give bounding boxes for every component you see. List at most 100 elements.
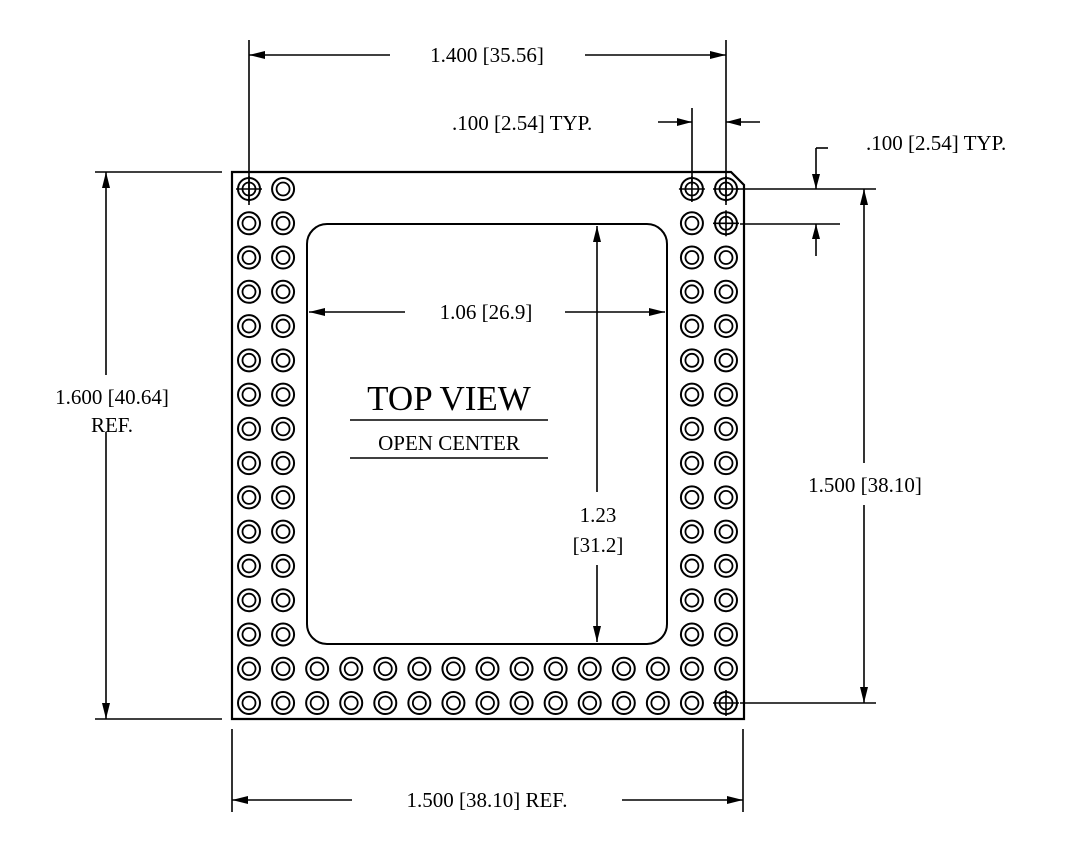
pin — [679, 382, 704, 407]
pin — [339, 656, 364, 681]
pin — [237, 314, 261, 339]
pin — [679, 485, 704, 510]
pin — [271, 279, 296, 304]
vertical-pitch-dimension: .100 [2.54] TYP. — [738, 131, 1006, 256]
pin — [714, 382, 738, 407]
pin — [679, 553, 704, 578]
open-center-height-dimension: 1.23 [31.2] — [573, 226, 624, 642]
vertical-pitch-label: .100 [2.54] TYP. — [866, 131, 1006, 155]
top-width-label: 1.400 [35.56] — [430, 43, 544, 67]
pin — [237, 382, 261, 407]
pin — [407, 656, 432, 681]
pin — [679, 279, 704, 304]
pin — [714, 656, 738, 681]
pin — [237, 416, 261, 441]
pin — [714, 245, 738, 270]
pin — [543, 691, 568, 715]
pin — [509, 691, 534, 715]
pin — [271, 245, 296, 270]
view-title: TOP VIEW — [367, 379, 531, 418]
open-center-width-dimension: 1.06 [26.9] — [309, 300, 665, 324]
pin — [679, 691, 704, 715]
pin — [271, 588, 296, 613]
pin-grid — [236, 176, 739, 716]
view-title-block: TOP VIEW OPEN CENTER — [350, 379, 548, 459]
pin — [714, 622, 738, 647]
pin — [475, 656, 500, 681]
pin-span-height-label: 1.500 [38.10] — [808, 473, 922, 497]
pin — [714, 348, 738, 373]
pin — [271, 691, 296, 715]
pin — [271, 622, 296, 647]
pin — [271, 519, 296, 544]
pin — [373, 691, 398, 715]
pin — [645, 656, 670, 681]
pin — [305, 656, 330, 681]
overall-height-label-line2: REF. — [91, 413, 133, 437]
pin — [271, 314, 296, 339]
pin — [543, 656, 568, 681]
pin — [713, 690, 739, 716]
pin — [271, 416, 296, 441]
pin — [271, 348, 296, 373]
pin — [271, 485, 296, 510]
pin — [714, 451, 738, 476]
open-center-cutout — [306, 223, 668, 645]
pin — [305, 691, 330, 715]
pin — [237, 691, 261, 715]
pin — [714, 314, 738, 339]
pin — [713, 210, 739, 237]
pin — [237, 279, 261, 304]
horizontal-pitch-label: .100 [2.54] TYP. — [452, 111, 592, 135]
pin — [237, 485, 261, 510]
overall-height-dimension: 1.600 [40.64] REF. — [55, 171, 222, 720]
pin — [714, 588, 738, 613]
top-width-dimension: 1.400 [35.56] — [248, 40, 727, 205]
open-center-height-label-line2: [31.2] — [573, 533, 624, 557]
pin — [645, 691, 670, 715]
pin — [679, 588, 704, 613]
pin — [271, 656, 296, 681]
pin — [679, 245, 704, 270]
pin — [679, 656, 704, 681]
pin — [237, 245, 261, 270]
pin — [237, 451, 261, 476]
overall-width-dimension: 1.500 [38.10] REF. — [231, 729, 744, 812]
open-center-width-label: 1.06 [26.9] — [440, 300, 533, 324]
view-subtitle: OPEN CENTER — [378, 431, 520, 455]
pin — [679, 314, 704, 339]
pin — [237, 348, 261, 373]
pin — [237, 553, 261, 578]
pin — [271, 451, 296, 476]
pin — [679, 519, 704, 544]
pin — [339, 691, 364, 715]
pin — [237, 622, 261, 647]
open-center-height-label-line1: 1.23 — [580, 503, 617, 527]
pin — [475, 691, 500, 715]
pin — [679, 451, 704, 476]
pin — [441, 691, 466, 715]
pin — [611, 691, 636, 715]
package-outline — [230, 170, 746, 721]
pin — [237, 656, 261, 681]
pin — [577, 656, 602, 681]
pin — [407, 691, 432, 715]
pin — [271, 553, 296, 578]
pin — [271, 382, 296, 407]
pin — [611, 656, 636, 681]
pin — [714, 519, 738, 544]
pin — [509, 656, 534, 681]
pin — [237, 519, 261, 544]
pin — [714, 485, 738, 510]
pin — [678, 176, 705, 202]
pin — [679, 416, 704, 441]
pin — [577, 691, 602, 715]
pin — [237, 211, 261, 236]
pin — [714, 279, 738, 304]
pin — [679, 211, 704, 236]
overall-height-label-line1: 1.600 [40.64] — [55, 385, 169, 409]
pin — [714, 416, 738, 441]
pin — [373, 656, 398, 681]
pin — [714, 553, 738, 578]
